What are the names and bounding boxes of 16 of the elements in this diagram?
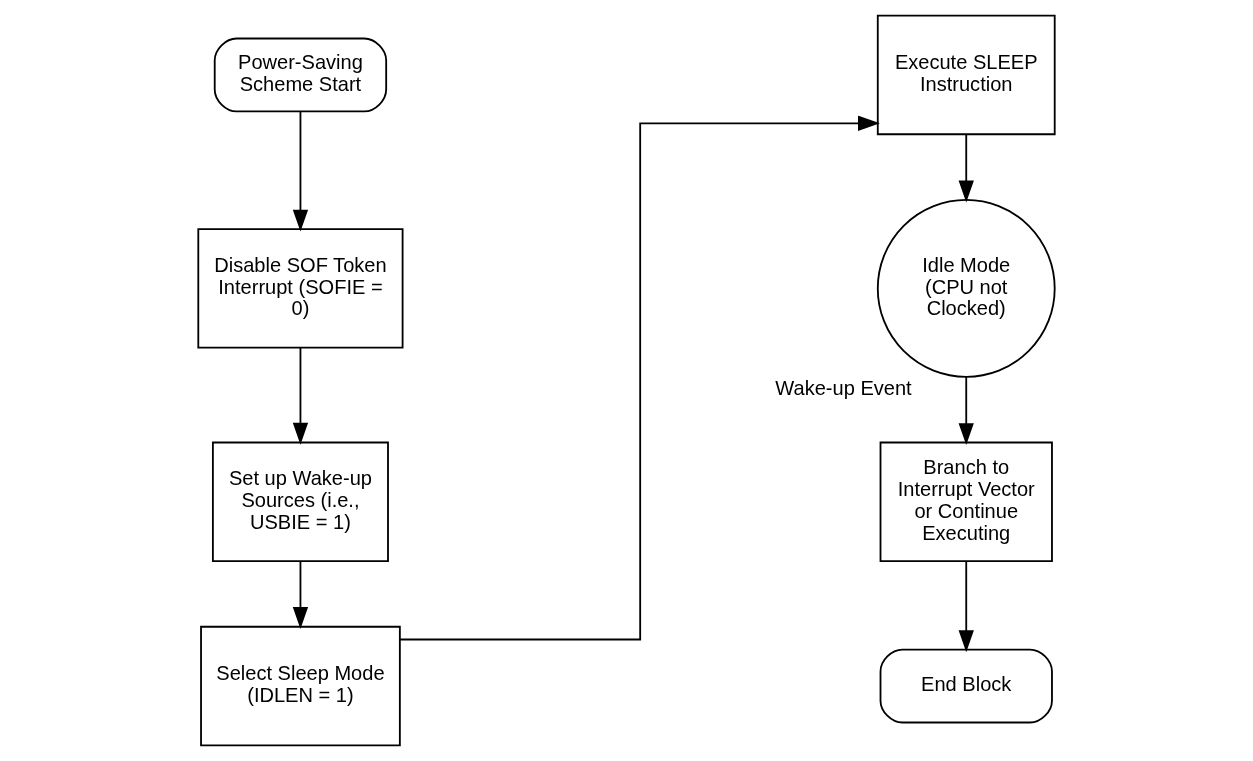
arrow xyxy=(292,560,309,629)
node-box: End Block xyxy=(879,648,1053,724)
node-box: Disable SOF Token Interrupt (SOFIE = 0) xyxy=(197,228,404,349)
arrow xyxy=(958,376,974,446)
node-box: Power-Saving Scheme Start xyxy=(213,37,388,113)
arrow xyxy=(292,346,309,445)
arrow xyxy=(399,115,880,641)
node-box: Select Sleep Mode (IDLEN = 1) xyxy=(200,625,401,747)
node-box: Set up Wake-up Sources (i.e., USBIE = 1) xyxy=(212,441,389,562)
arrow xyxy=(958,133,974,203)
edge-label: Wake-up Event xyxy=(775,376,912,399)
arrow xyxy=(958,560,974,653)
arrow xyxy=(292,110,309,232)
node-circle: Idle Mode (CPU not Clocked) xyxy=(876,199,1056,378)
node-box: Execute SLEEP Instruction xyxy=(876,14,1056,136)
node-box: Branch to Interrupt Vector or Continue Executing xyxy=(879,441,1053,562)
